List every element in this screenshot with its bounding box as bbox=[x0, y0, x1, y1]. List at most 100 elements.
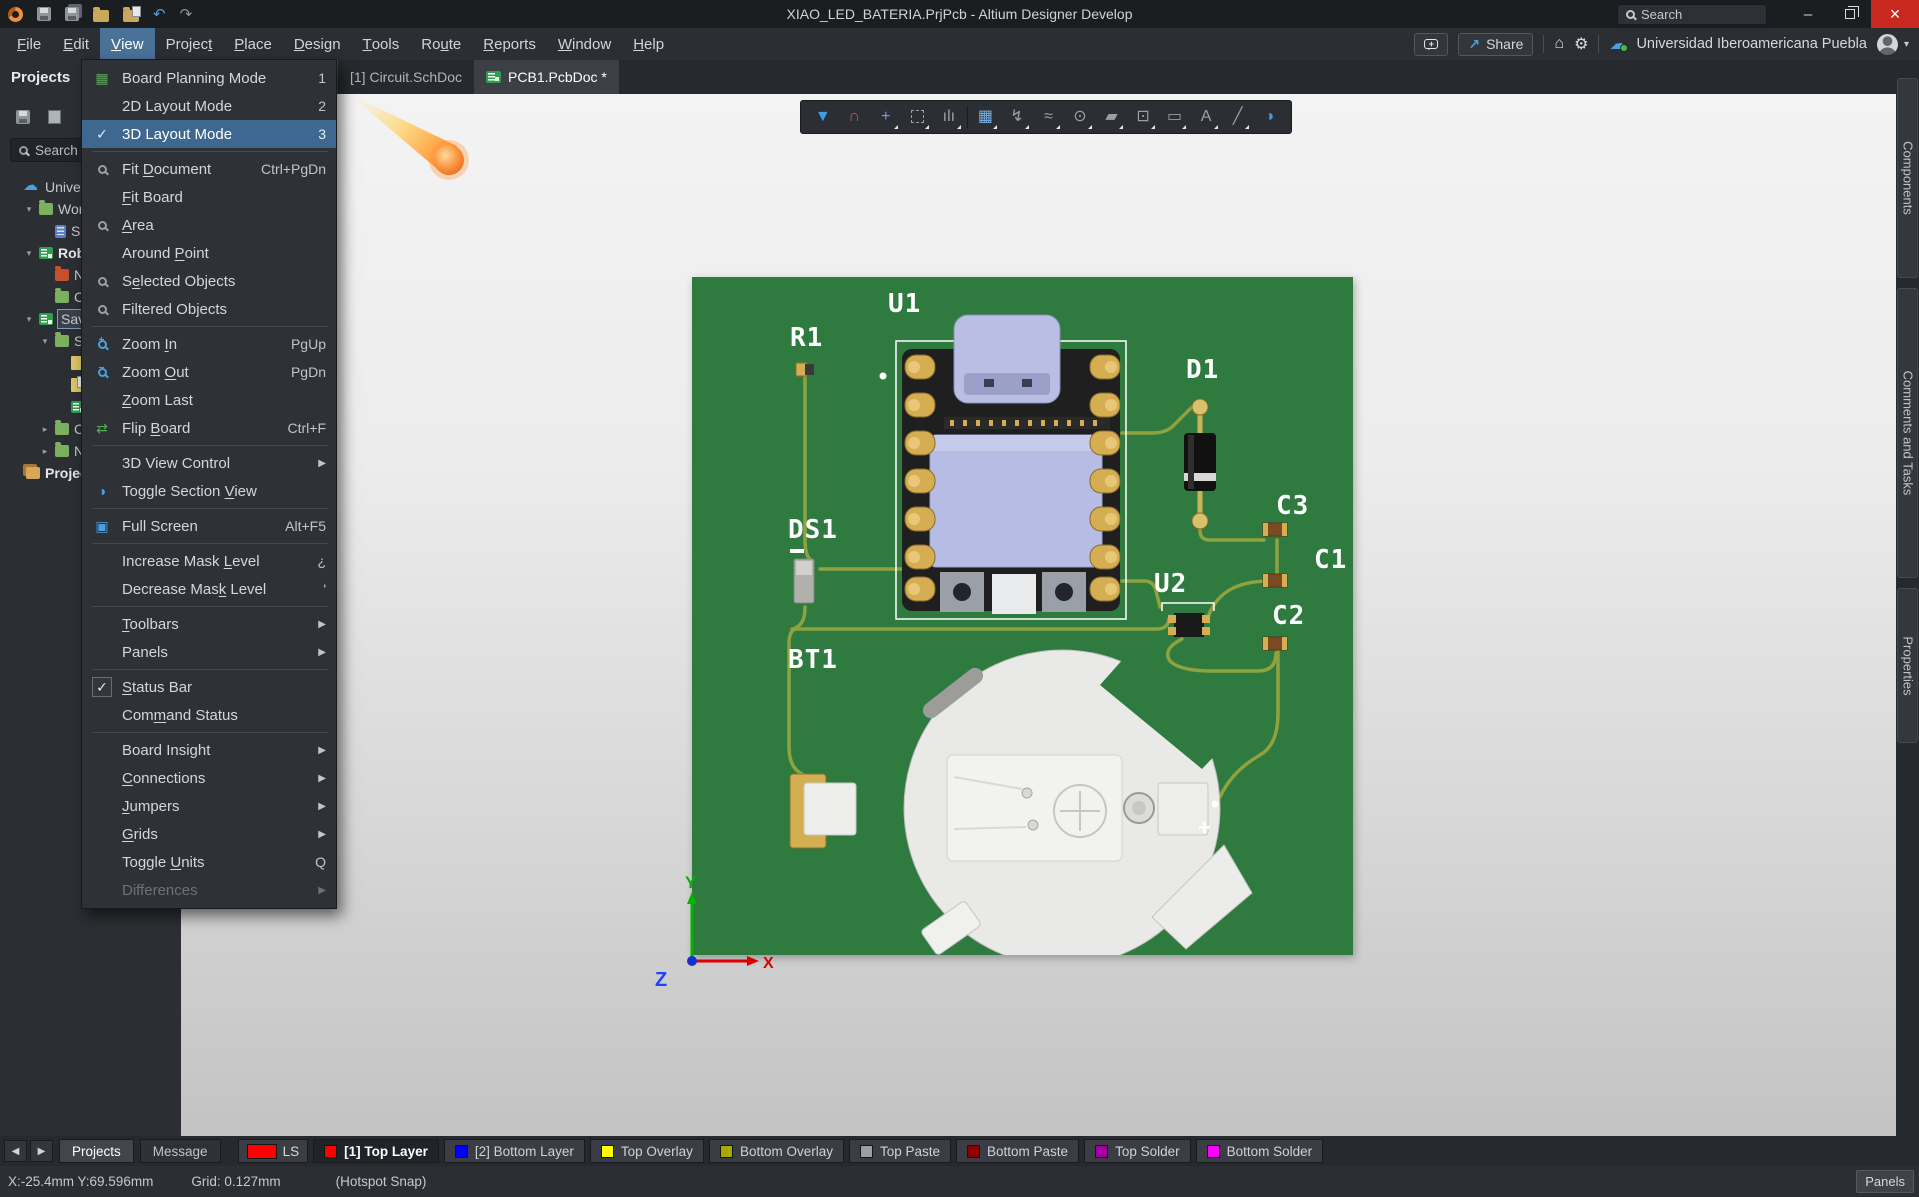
menu-item-selected-objects[interactable]: Selected Objects bbox=[82, 267, 336, 295]
route-icon[interactable]: ↯ bbox=[1001, 101, 1033, 133]
via-icon[interactable]: ⊙ bbox=[1064, 101, 1096, 133]
doc-tab-0[interactable]: [1] Circuit.SchDoc bbox=[337, 60, 474, 94]
layer-tab-top-solder[interactable]: Top Solder bbox=[1084, 1139, 1191, 1163]
expand-arrow-icon[interactable]: ▾ bbox=[26, 313, 32, 324]
panel-tab-comments-and-tasks[interactable]: Comments and Tasks bbox=[1897, 288, 1918, 578]
gear-icon[interactable]: ⚙ bbox=[1574, 36, 1589, 53]
tree-item-univers[interactable]: ☁Univers bbox=[0, 176, 181, 198]
tune-icon[interactable]: ≈ bbox=[1033, 101, 1065, 133]
layer-tab-top-overlay[interactable]: Top Overlay bbox=[589, 1139, 704, 1163]
move-cross-icon[interactable]: + bbox=[870, 101, 902, 133]
save-project-icon[interactable] bbox=[16, 109, 30, 124]
home-icon[interactable]: ⌂ bbox=[1554, 35, 1565, 52]
menu-item-around-point[interactable]: Around Point bbox=[82, 239, 336, 267]
share-button[interactable]: ↗ Share bbox=[1458, 32, 1534, 56]
expand-arrow-icon[interactable]: ▾ bbox=[42, 335, 48, 346]
chevron-down-icon[interactable]: ▾ bbox=[1903, 38, 1909, 50]
menu-item-fit-board[interactable]: Fit Board bbox=[82, 183, 336, 211]
minimize-button[interactable]: – bbox=[1803, 5, 1813, 23]
snap-magnet-icon[interactable]: ∩ bbox=[848, 108, 861, 125]
menu-item-decrease-mask-level[interactable]: Decrease Mask Level' bbox=[82, 575, 336, 603]
layer-tab-top-paste[interactable]: Top Paste bbox=[848, 1139, 952, 1163]
menu-item-3d-view-control[interactable]: 3D View Control▶ bbox=[82, 449, 336, 477]
tree-item-projec[interactable]: Projec bbox=[0, 462, 181, 484]
cloud-status-icon[interactable]: ☁ bbox=[1609, 34, 1629, 53]
menu-item-jumpers[interactable]: Jumpers▶ bbox=[82, 792, 336, 820]
polygon-pour-icon[interactable]: ▰ bbox=[1096, 101, 1128, 133]
menu-item-board-insight[interactable]: Board Insight▶ bbox=[82, 736, 336, 764]
pcb-editor-canvas[interactable]: ▼∩+ılı▦↯≈⊙▰⊡▭A╱◑ bbox=[181, 94, 1896, 1136]
menu-item-toolbars[interactable]: Toolbars▶ bbox=[82, 610, 336, 638]
filter-icon[interactable]: ▼ bbox=[814, 108, 831, 125]
scroll-left-button[interactable]: ◀ bbox=[4, 1140, 27, 1162]
bottom-tab-message[interactable]: Message bbox=[139, 1139, 221, 1163]
restore-button[interactable] bbox=[1829, 0, 1871, 28]
open-document-icon[interactable] bbox=[123, 5, 141, 22]
menu-item-status-bar[interactable]: ✓Status Bar bbox=[82, 673, 336, 701]
expand-arrow-icon[interactable]: ▾ bbox=[26, 203, 32, 214]
tree-item-c[interactable]: C bbox=[0, 286, 181, 308]
line-icon[interactable]: ╱ bbox=[1222, 101, 1254, 133]
menu-item-toggle-section-view[interactable]: ◑Toggle Section View bbox=[82, 477, 336, 505]
open-folder-icon[interactable] bbox=[93, 6, 109, 22]
layer-tab-bottom-paste[interactable]: Bottom Paste bbox=[956, 1139, 1080, 1163]
menu-item-grids[interactable]: Grids▶ bbox=[82, 820, 336, 848]
menu-item-increase-mask-level[interactable]: Increase Mask Level¿ bbox=[82, 547, 336, 575]
layer-tab--1-top-layer[interactable]: [1] Top Layer bbox=[313, 1139, 439, 1163]
bottom-tab-projects[interactable]: Projects bbox=[59, 1139, 134, 1163]
menu-item-area[interactable]: Area bbox=[82, 211, 336, 239]
tree-item-worl[interactable]: ▾Worl bbox=[0, 198, 181, 220]
save-icon[interactable] bbox=[37, 7, 51, 21]
menu-item-connections[interactable]: Connections▶ bbox=[82, 764, 336, 792]
comment-button[interactable]: + bbox=[1414, 32, 1449, 56]
collapse-arrow-icon[interactable]: ▸ bbox=[42, 445, 48, 456]
undo-icon[interactable]: ↶ bbox=[153, 5, 166, 23]
string-icon[interactable]: A bbox=[1190, 101, 1222, 133]
menu-item-command-status[interactable]: Command Status bbox=[82, 701, 336, 729]
select-area-icon[interactable] bbox=[902, 101, 934, 133]
tree-item-c[interactable]: ▸C bbox=[0, 418, 181, 440]
layer-tab-bottom-solder[interactable]: Bottom Solder bbox=[1195, 1139, 1324, 1163]
menu-item-filtered-objects[interactable]: Filtered Objects bbox=[82, 295, 336, 323]
account-name[interactable]: Universidad Iberoamericana Puebla bbox=[1636, 36, 1867, 52]
global-search-input[interactable]: Search bbox=[1617, 3, 1767, 25]
layer-tab-bottom-overlay[interactable]: Bottom Overlay bbox=[708, 1139, 844, 1163]
panel-tab-components[interactable]: Components bbox=[1897, 78, 1918, 278]
close-button[interactable]: × bbox=[1871, 0, 1919, 28]
dimension-icon[interactable]: ▭ bbox=[1159, 101, 1191, 133]
expand-arrow-icon[interactable]: ▾ bbox=[26, 247, 32, 258]
panels-button[interactable]: Panels bbox=[1856, 1170, 1914, 1193]
tree-item-n[interactable]: N bbox=[0, 264, 181, 286]
panel-tab-properties[interactable]: Properties bbox=[1897, 588, 1918, 743]
doc-tab-1[interactable]: PCB1.PcbDoc * bbox=[474, 60, 619, 94]
save-all-icon[interactable] bbox=[65, 7, 79, 21]
menu-item-zoom-last[interactable]: Zoom Last bbox=[82, 386, 336, 414]
menu-item-panels[interactable]: Panels▶ bbox=[82, 638, 336, 666]
altium-logo-icon[interactable] bbox=[8, 6, 23, 22]
tree-item-n[interactable]: ▸N bbox=[0, 440, 181, 462]
place-component-icon[interactable]: ▦ bbox=[970, 101, 1002, 133]
tree-item-rob[interactable]: ▾Rob bbox=[0, 242, 181, 264]
collapse-arrow-icon[interactable]: ▸ bbox=[42, 423, 48, 434]
layer-sets-button[interactable]: LS bbox=[237, 1139, 309, 1163]
